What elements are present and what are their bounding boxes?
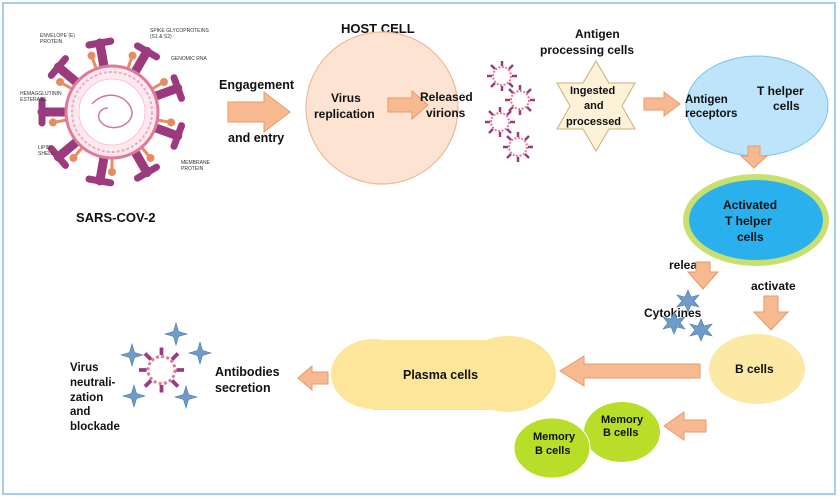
svg-text:PROTEIN: PROTEIN <box>40 39 63 45</box>
b-cells <box>709 334 805 404</box>
activate-label: activate <box>751 279 796 293</box>
svg-text:receptors: receptors <box>685 108 737 120</box>
svg-text:B cells: B cells <box>535 445 570 457</box>
b-cells-label: B cells <box>735 362 774 376</box>
lipid-shell-label: LIPID <box>38 145 51 151</box>
engagement-arrow-icon <box>227 90 291 134</box>
spike-protein-label: SPIKE GLYCOPROTEINS <box>150 28 209 34</box>
t-helper-cell <box>685 55 829 157</box>
host-cell <box>305 31 459 185</box>
genomic-rna-label: GENOMIC RNA <box>171 56 208 62</box>
antigen-processing-cell <box>556 60 636 152</box>
neutralization-label: Virus <box>70 362 99 374</box>
hemagglutinin-label: HEMAGGLUTININ <box>20 91 62 97</box>
svg-text:secretion: secretion <box>215 381 271 395</box>
released-virions-icon <box>483 59 537 164</box>
memory-b-cell-back <box>513 417 591 479</box>
t-helper-label: T helper <box>757 84 804 98</box>
antibodies-label: Antibodies <box>215 365 280 379</box>
plasma-cells <box>331 336 556 412</box>
svg-text:virions: virions <box>426 106 466 120</box>
apc-title: Antigen <box>575 27 620 41</box>
membrane-protein-label: MEMBRANE <box>181 160 211 166</box>
spike-glycoprotein-icon <box>37 37 186 187</box>
plasma-cells-label: Plasma cells <box>403 368 478 382</box>
svg-text:cells: cells <box>773 99 800 113</box>
activated-t-helper-cell <box>689 180 823 260</box>
svg-text:processing cells: processing cells <box>540 43 634 57</box>
released-virions-label: Released <box>420 90 473 104</box>
svg-text:processed: processed <box>566 116 621 128</box>
svg-text:cells: cells <box>737 230 764 244</box>
engagement-label: Engagement <box>219 78 295 92</box>
virus-replication-label: Virus <box>331 91 361 105</box>
memory-b-label-back: Memory <box>533 431 576 443</box>
apc-to-thelper-arrow-icon <box>643 91 681 117</box>
sars-cov-2-virus-icon <box>37 37 186 187</box>
svg-text:SHELL: SHELL <box>38 151 54 157</box>
virus-name-label: SARS-COV-2 <box>76 210 155 225</box>
and-entry-label: and entry <box>228 131 284 145</box>
memory-b-cell-front <box>584 402 660 462</box>
svg-text:T helper: T helper <box>725 214 772 228</box>
svg-text:B cells: B cells <box>603 427 638 439</box>
antigen-receptors-label: Antigen <box>685 94 728 106</box>
cytokine-icon <box>662 289 713 342</box>
svg-text:and: and <box>584 100 604 112</box>
svg-text:(S1 & S2): (S1 & S2) <box>150 34 172 40</box>
plasma-to-antibodies-arrow-icon <box>297 364 329 392</box>
host-cell-title: HOST CELL <box>341 21 415 36</box>
memory-b-label-front: Memory <box>601 414 644 426</box>
svg-text:and: and <box>70 406 90 418</box>
svg-text:blockade: blockade <box>70 421 120 433</box>
to-activated-arrow-icon <box>739 145 769 169</box>
svg-text:neutrali-: neutrali- <box>70 377 116 389</box>
ingested-label: Ingested <box>570 85 615 97</box>
b-to-memory-arrow-icon <box>663 411 707 441</box>
b-to-plasma-arrow-icon <box>559 355 701 387</box>
neutralized-virus-icon <box>120 322 212 409</box>
activate-arrow-icon <box>752 295 790 331</box>
svg-text:PROTEIN: PROTEIN <box>181 166 204 172</box>
svg-text:replication: replication <box>314 107 375 121</box>
svg-text:ESTERASE: ESTERASE <box>20 97 47 103</box>
svg-text:zation: zation <box>70 392 103 404</box>
envelope-protein-label: ENVELOPE (E) <box>40 33 75 39</box>
release-arrow-icon <box>686 261 720 290</box>
activated-label: Activated <box>723 198 777 212</box>
